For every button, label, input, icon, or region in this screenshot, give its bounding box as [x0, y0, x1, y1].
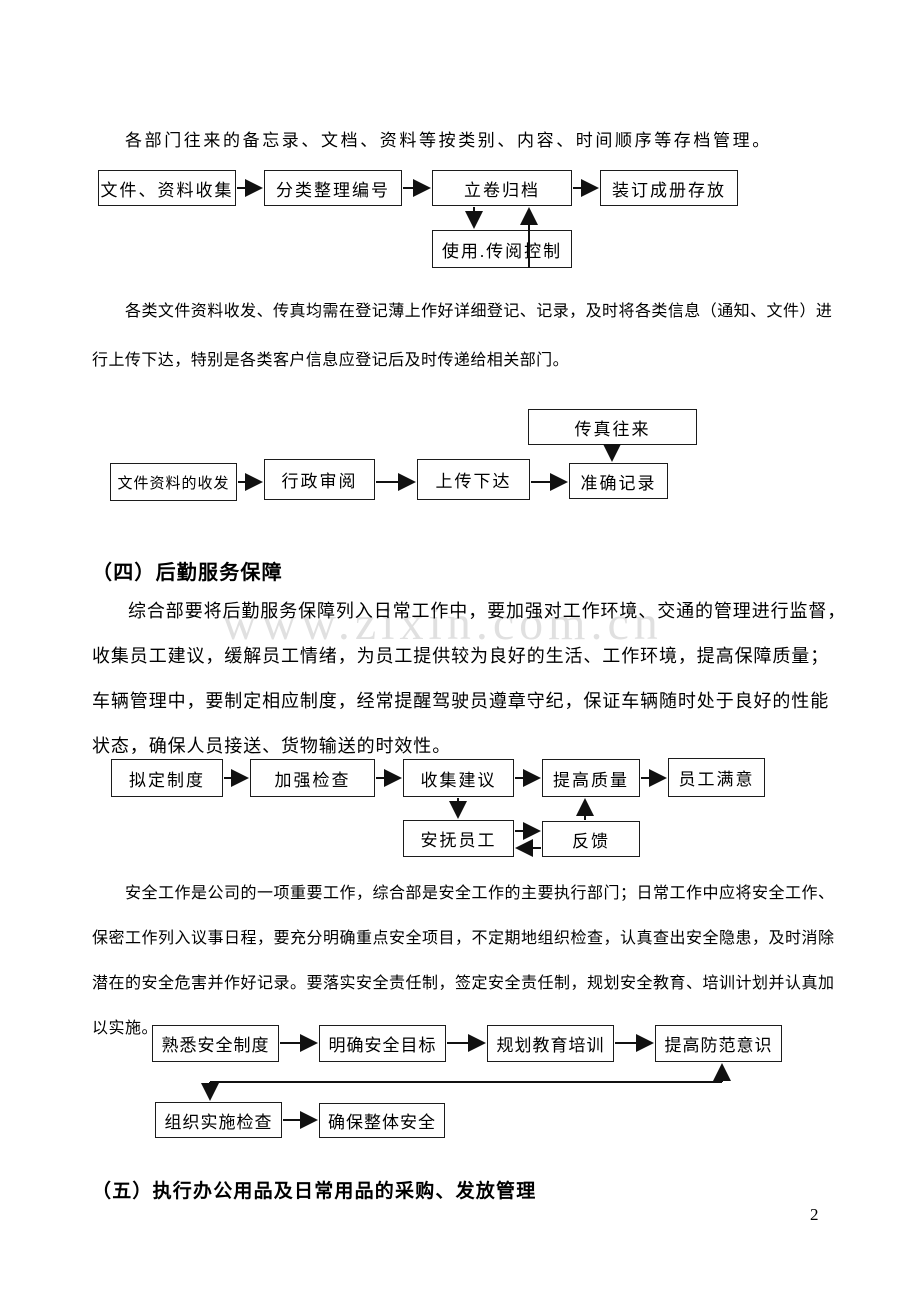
safety-flow-arrows	[201, 1034, 731, 1129]
safety-line: 潜在的安全危害并作好记录。要落实安全责任制，签定安全责任制，规划安全教育、培训计…	[92, 975, 835, 992]
page-number: 2	[810, 1205, 819, 1224]
section4-heading: （四）后勤服务保障	[92, 562, 283, 584]
box-improve-quality: 提高质量	[542, 759, 640, 797]
box-clear-goals: 明确安全目标	[319, 1025, 446, 1062]
section4-line: 状态，确保人员接送、货物输送的时效性。	[92, 736, 452, 756]
box-filing: 立卷归档	[432, 170, 572, 206]
box-file-collect: 文件、资料收集	[98, 170, 236, 206]
registry-line: 各类文件资料收发、传真均需在登记薄上作好详细登记、记录，及时将各类信息（通知、文…	[125, 303, 833, 320]
safety-line: 以实施。	[92, 1020, 159, 1037]
box-draft-rules: 拟定制度	[111, 759, 223, 797]
box-strengthen-check: 加强检查	[250, 759, 375, 797]
box-know-rules: 熟悉安全制度	[152, 1025, 279, 1062]
section4-paragraph: 综合部要将后勤服务保障列入日常工作中，要加强对工作环境、交通的管理进行监督， 收…	[92, 589, 846, 769]
box-classify-number: 分类整理编号	[264, 170, 402, 206]
box-comfort-staff: 安抚员工	[403, 820, 514, 857]
section4-line: 综合部要将后勤服务保障列入日常工作中，要加强对工作环境、交通的管理进行监督，	[128, 601, 847, 621]
box-record: 准确记录	[569, 463, 668, 499]
box-admin-review: 行政审阅	[264, 459, 375, 500]
safety-paragraph: 安全工作是公司的一项重要工作，综合部是安全工作的主要执行部门；日常工作中应将安全…	[92, 871, 835, 1051]
section4-line: 收集员工建议，缓解员工情绪，为员工提供较为良好的生活、工作环境，提高保障质量；	[92, 646, 830, 666]
watermark: www.zixin.com.cn	[222, 597, 663, 650]
box-usage-control: 使用.传阅控制	[432, 230, 572, 268]
box-relay: 上传下达	[417, 459, 530, 500]
section4-line: 车辆管理中，要制定相应制度，经常提醒驾驶员遵章守纪，保证车辆随时处于良好的性能	[92, 691, 830, 711]
safety-line: 安全工作是公司的一项重要工作，综合部是安全工作的主要执行部门；日常工作中应将安全…	[125, 885, 835, 902]
box-send-receive: 文件资料的收发	[110, 463, 237, 501]
registry-line: 行上传下达，特别是各类客户信息应登记后及时传递给相关部门。	[92, 352, 570, 369]
box-ensure-safety: 确保整体安全	[319, 1103, 445, 1138]
box-raise-awareness: 提高防范意识	[655, 1025, 782, 1062]
box-plan-training: 规划教育培训	[487, 1025, 614, 1062]
box-fax: 传真往来	[528, 409, 697, 445]
box-organize-inspection: 组织实施检查	[155, 1102, 282, 1138]
safety-line: 保密工作列入议事日程，要充分明确重点安全项目，不定期地组织检查，认真查出安全隐患…	[92, 930, 835, 947]
section5-heading: （五）执行办公用品及日常用品的采购、发放管理	[92, 1181, 537, 1202]
box-collect-suggestions: 收集建议	[403, 759, 514, 797]
box-feedback: 反馈	[542, 821, 640, 857]
intro-paragraph: 各部门往来的备忘录、文档、资料等按类别、内容、时间顺序等存档管理。	[125, 131, 772, 150]
registry-paragraph: 各类文件资料收发、传真均需在登记薄上作好详细登记、记录，及时将各类信息（通知、文…	[92, 287, 832, 385]
box-binding-storage: 装订成册存放	[600, 170, 738, 206]
box-staff-satisfaction: 员工满意	[668, 758, 765, 797]
